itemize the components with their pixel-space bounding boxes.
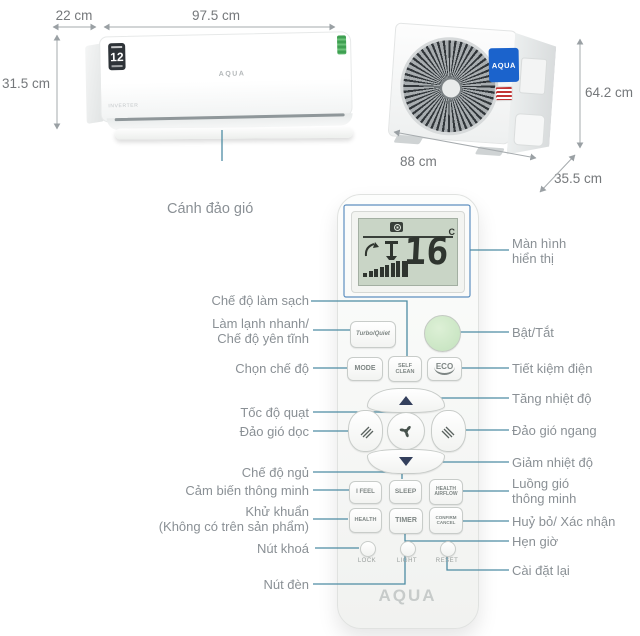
callout-label-line: Luồng gió [512, 476, 570, 491]
timer-button[interactable]: TIMER [389, 508, 423, 534]
temp-up-button[interactable] [367, 388, 445, 413]
self-clean-label-line1: SELF [397, 362, 413, 369]
callout-label-reset: Cài đặt lại [512, 563, 570, 578]
callout-label-mode: Chọn chế độ [235, 361, 309, 376]
health-airflow-button[interactable]: HEALTH AIRFLOW [429, 479, 463, 505]
callout-label-eco: Tiết kiệm điện [512, 361, 593, 376]
callout-label-temp-down: Giảm nhiệt độ [512, 455, 593, 470]
remote-display: 16 C [358, 218, 458, 286]
callout-label-line: thông minh [512, 491, 577, 506]
lcd-airflow-top-icon [385, 241, 398, 244]
callout-label-turbo-quiet: Làm lạnh nhanh/ Chế độ yên tĩnh [212, 316, 309, 346]
lcd-temperature-readout: 16 [403, 230, 451, 273]
lcd-fan-mode-icon [390, 222, 403, 232]
lock-button-label: LOCK [357, 558, 377, 564]
swing-horizontal-icon [441, 426, 454, 439]
outdoor-unit-front [387, 22, 518, 145]
indoor-brand-logo: AQUA [218, 70, 246, 79]
callout-label-i-feel: Cảm biến thông minh [185, 483, 309, 498]
callout-label-self-clean: Chế độ làm sạch [211, 293, 309, 308]
indoor-width-dimension: 97.5 cm [191, 8, 241, 23]
mode-button[interactable]: MODE [347, 357, 383, 381]
outdoor-brand-logo: AQUA [488, 47, 520, 83]
confirm-cancel-label-line2: CANCEL [436, 519, 456, 525]
lcd-swing-icon [364, 243, 375, 257]
lcd-airflow-base-icon [386, 256, 397, 260]
remote-brand-logo: AQUA [378, 586, 437, 605]
temp-down-icon [399, 457, 413, 466]
light-button[interactable] [400, 541, 416, 557]
callout-label-health: Khử khuẩn (Không có trên sản phẩm) [159, 504, 309, 534]
vane-callout-label: Cánh đảo gió [167, 201, 254, 217]
outdoor-depth-dimension: 35.5 cm [554, 171, 603, 186]
callout-label-line: Làm lạnh nhanh/ [212, 316, 309, 331]
temp-up-icon [399, 396, 413, 405]
reset-button-label: RESET [435, 558, 459, 564]
eco-label: ECO [433, 362, 456, 375]
lcd-airflow-icon [390, 242, 393, 256]
health-button[interactable]: HEALTH [349, 508, 382, 533]
callout-label-power: Bật/Tắt [512, 325, 554, 340]
swing-vertical-button[interactable] [348, 410, 383, 452]
callout-label-swing-vertical: Đảo gió dọc [239, 424, 309, 439]
inverter-wordmark: INVERTER [108, 102, 139, 110]
callout-label-line: Màn hình [512, 236, 567, 251]
lock-button[interactable] [360, 541, 376, 557]
outdoor-width-dimension: 88 cm [400, 154, 437, 169]
fan-grille-icon [396, 34, 502, 139]
callout-label-sleep: Chế độ ngủ [241, 465, 309, 480]
health-airflow-label-line1: HEALTH [436, 485, 456, 492]
lcd-status-icons [364, 241, 398, 260]
confirm-cancel-button[interactable]: CONFIRM CANCEL [429, 507, 463, 534]
indoor-height-dimension: 31.5 cm [1, 76, 50, 91]
indoor-depth-dimension: 22 cm [55, 8, 93, 23]
callout-label-fan-speed: Tốc độ quạt [240, 405, 309, 420]
callout-label-swing-horizontal: Đảo gió ngang [512, 423, 597, 438]
callout-label-light: Nút đèn [263, 577, 309, 592]
warranty-badge: 12 [108, 42, 126, 71]
callout-label-line: (Không có trên sản phẩm) [158, 519, 309, 534]
callout-label-line: Khử khuẩn [245, 504, 309, 519]
fan-icon [399, 426, 411, 438]
swing-vane [114, 126, 354, 140]
self-clean-button[interactable]: SELF CLEAN [388, 356, 422, 382]
callout-label-display: Màn hình hiển thị [512, 236, 566, 266]
self-clean-label-line2: CLEAN [395, 369, 415, 375]
callout-label-confirm-cancel: Huỷ bỏ/ Xác nhận [512, 514, 616, 529]
callout-label-temp-up: Tăng nhiệt độ [512, 391, 592, 406]
power-button[interactable] [424, 315, 461, 352]
sleep-button[interactable]: SLEEP [389, 480, 422, 504]
eco-button[interactable]: ECO [427, 357, 462, 381]
energy-label-icon [336, 35, 347, 55]
lcd-temperature-unit: C [448, 227, 456, 237]
turbo-quiet-button[interactable]: Turbo/Quiet [350, 321, 396, 348]
reset-button[interactable] [440, 541, 456, 557]
confirm-cancel-label-line1: CONFIRM [435, 514, 457, 520]
callout-label-line: Chế độ yên tĩnh [217, 331, 309, 346]
flag-badge-icon [494, 85, 513, 102]
valve-cover [513, 113, 545, 147]
indoor-unit: 12 AQUA INVERTER [83, 27, 355, 145]
swing-horizontal-button[interactable] [431, 410, 466, 452]
outdoor-foot [474, 146, 505, 157]
swing-vertical-icon [360, 426, 373, 439]
lcd-fan-speed-bars-icon [363, 261, 408, 277]
terminal-cover [519, 57, 547, 95]
indoor-unit-body: 12 AQUA INVERTER [98, 31, 353, 123]
light-button-label: LIGHT [396, 558, 418, 564]
callout-label-timer: Hẹn giờ [512, 534, 559, 549]
outdoor-foot [393, 134, 424, 145]
i-feel-button[interactable]: I FEEL [349, 481, 382, 504]
callout-label-lock: Nút khoá [256, 541, 309, 556]
health-airflow-label-line2: AIRFLOW [434, 491, 458, 497]
callout-label-line: hiển thị [512, 251, 554, 266]
fan-speed-button[interactable] [387, 412, 425, 450]
callout-label-health-airflow: Luồng gió thông minh [512, 476, 576, 506]
outdoor-height-dimension: 64.2 cm [585, 85, 634, 100]
